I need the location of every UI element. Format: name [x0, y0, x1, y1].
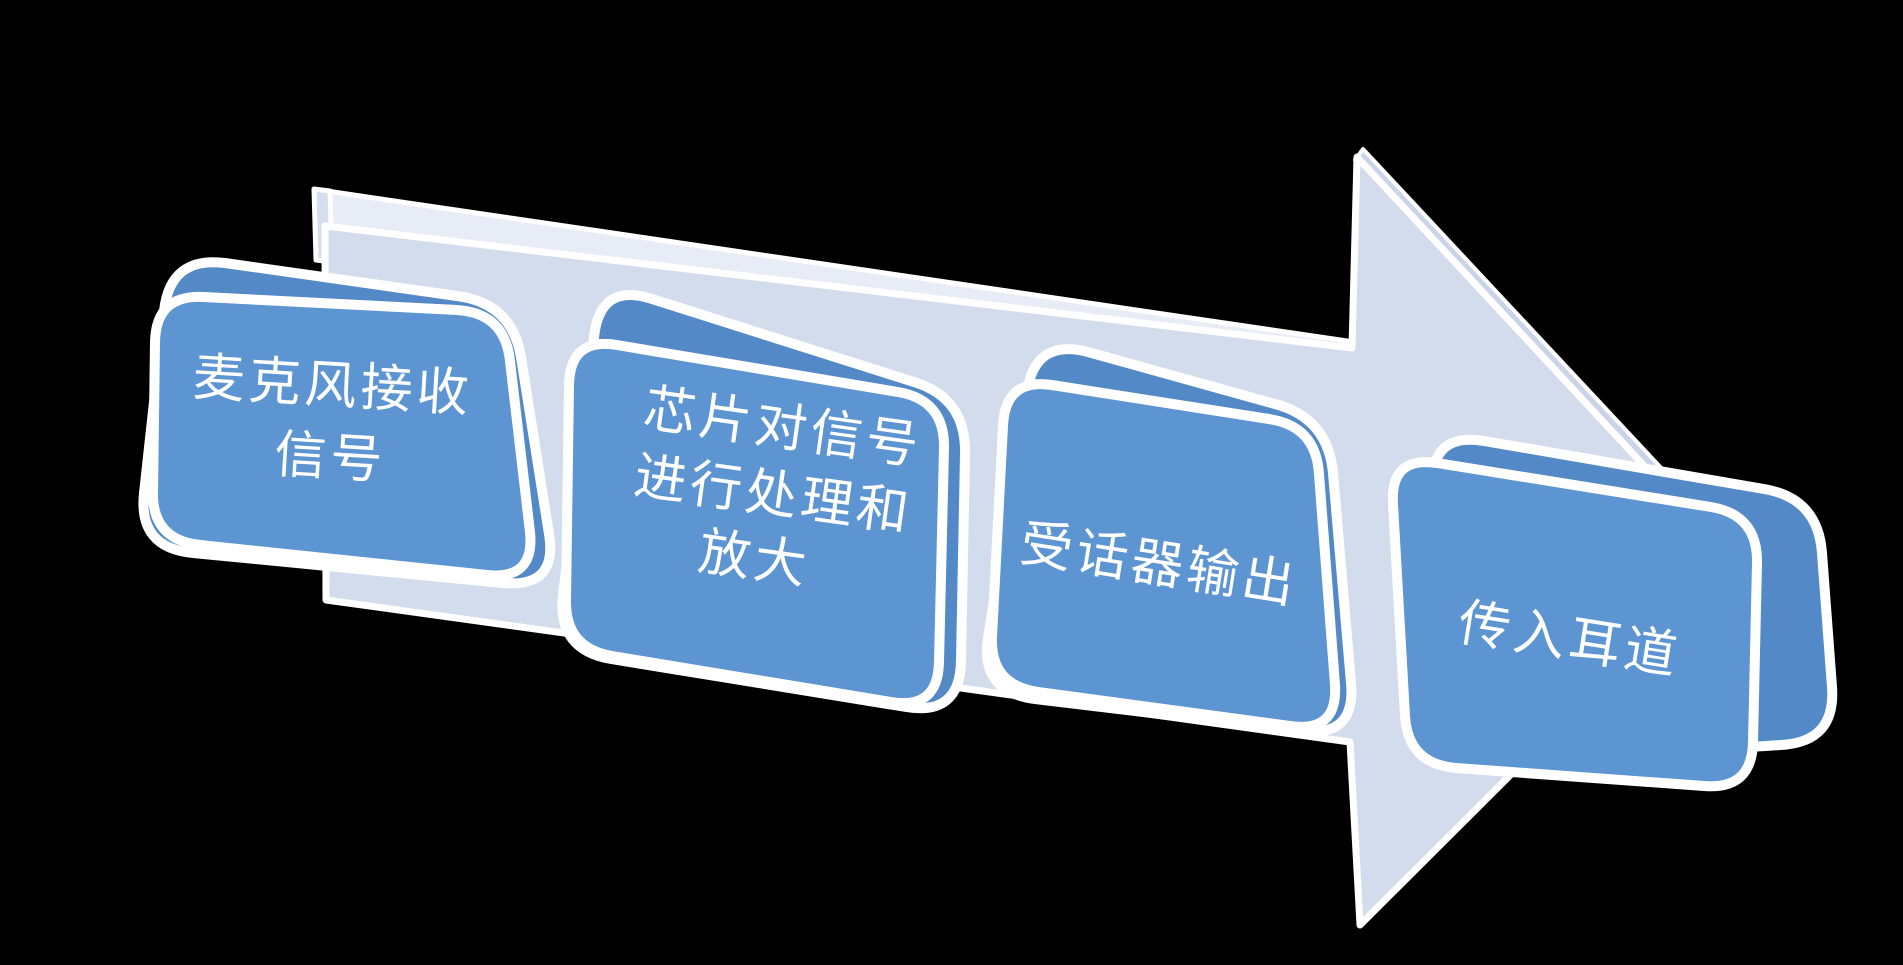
step-4-front-face	[1387, 457, 1763, 792]
step-block-2: 芯片对信号 进行处理和 放大	[557, 290, 971, 714]
step-1-front-face	[147, 291, 536, 581]
step-1-label-line-2: 信号	[273, 425, 388, 492]
step-block-3: 受话器输出	[982, 344, 1357, 737]
step-block-1: 麦克风接收 信号	[138, 257, 556, 589]
step-block-4: 传入耳道	[1387, 434, 1838, 792]
step-3-front-face	[986, 379, 1341, 732]
step-2-front-face	[560, 338, 950, 709]
